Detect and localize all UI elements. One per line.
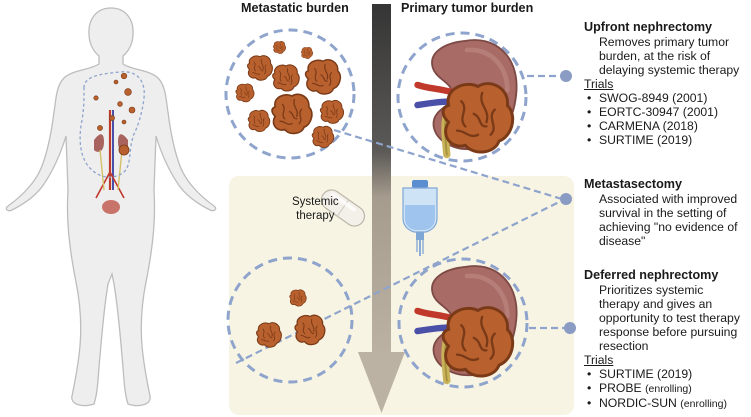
deferred-description: Prioritizes systemic therapy and gives a… xyxy=(599,283,749,353)
tumor-nodule-icon xyxy=(271,93,313,135)
tumor-nodule-icon xyxy=(272,64,300,92)
tumor-nodule-icon xyxy=(247,109,271,132)
systemic-label-line: Systemic xyxy=(292,196,339,208)
description-line: achieving "no evidence of xyxy=(599,220,738,234)
pill-icon xyxy=(320,189,366,227)
connector-dots xyxy=(560,70,576,334)
trial-name: PROBE xyxy=(599,381,642,395)
deferred-trials-label: Trials xyxy=(584,353,614,367)
description-line: survival in the setting of xyxy=(599,206,727,220)
tumor-nodule-icon xyxy=(246,55,273,81)
tumor-nodule-icon xyxy=(272,41,286,54)
trial-name: SURTIME (2019) xyxy=(599,367,693,381)
description-line: response before pursuing xyxy=(599,325,738,339)
primary-tumor-burden-title: Primary tumor burden xyxy=(401,1,534,15)
deferred-nephrectomy-panel: Deferred nephrectomy Prioritizes systemi… xyxy=(584,268,749,411)
trial-name: CARMENA (2018) xyxy=(599,119,698,133)
deferred-trials-list: SURTIME (2019) PROBE (enrolling) NORDIC-… xyxy=(584,367,749,411)
trial-item: SURTIME (2019) xyxy=(584,133,749,147)
tumor-nodule-icon xyxy=(311,125,335,148)
tumor-nodule-icon xyxy=(300,47,314,59)
upfront-trials-label: Trials xyxy=(584,77,614,91)
description-line: Prioritizes systemic xyxy=(599,283,704,297)
trial-item: SURTIME (2019) xyxy=(584,367,749,381)
tumor-nodule-icon xyxy=(319,100,345,124)
upfront-description: Removes primary tumor burden, at the ris… xyxy=(599,35,749,77)
trial-item: SWOG-8949 (2001) xyxy=(584,91,749,105)
treatment-timeline-arrow xyxy=(358,4,405,413)
trial-name: NORDIC-SUN xyxy=(599,396,677,410)
upfront-trials-list: SWOG-8949 (2001) EORTC-30947 (2001) CARM… xyxy=(584,91,749,147)
connector-dot-deferred xyxy=(564,322,576,334)
description-line: delaying systemic therapy xyxy=(599,63,740,77)
trial-item: CARMENA (2018) xyxy=(584,119,749,133)
description-line: opportunity to test therapy xyxy=(599,311,740,325)
upfront-nephrectomy-panel: Upfront nephrectomy Removes primary tumo… xyxy=(584,20,749,147)
trial-item: EORTC-30947 (2001) xyxy=(584,105,749,119)
metastatic-burden-top xyxy=(224,28,356,160)
metastatic-burden-title: Metastatic burden xyxy=(241,1,349,15)
description-line: Removes primary tumor xyxy=(599,35,730,49)
description-line: therapy and gives an xyxy=(599,297,713,311)
trial-name: SURTIME (2019) xyxy=(599,133,693,147)
primary-tumor-bottom xyxy=(397,257,529,389)
connector-dot-metastasectomy xyxy=(560,193,572,205)
trial-name: EORTC-30947 (2001) xyxy=(599,105,719,119)
description-line: resection xyxy=(599,339,649,353)
tumor-nodule-icon xyxy=(304,59,342,95)
tumor-nodule-icon xyxy=(441,82,515,154)
description-line: Associated with improved xyxy=(599,192,738,206)
upfront-nephrectomy-title: Upfront nephrectomy xyxy=(584,20,713,34)
description-line: burden, at the risk of xyxy=(599,49,711,63)
systemic-label-line: therapy xyxy=(296,210,335,222)
metastatic-burden-bottom xyxy=(226,256,354,384)
connector-dot-upfront xyxy=(560,70,572,82)
trial-note: (enrolling) xyxy=(645,383,692,395)
trial-note: (enrolling) xyxy=(680,398,727,410)
metastasectomy-panel: Metastasectomy Associated with improved … xyxy=(584,177,749,248)
trial-item: PROBE (enrolling) xyxy=(584,381,749,396)
tumor-nodule-icon xyxy=(235,83,255,103)
metastasectomy-description: Associated with improved survival in the… xyxy=(599,192,749,248)
iv-bag-icon xyxy=(402,180,438,256)
primary-tumor-top xyxy=(396,31,528,163)
deferred-nephrectomy-title: Deferred nephrectomy xyxy=(584,268,719,282)
systemic-therapy-region xyxy=(229,176,574,415)
trial-name: SWOG-8949 (2001) xyxy=(599,91,708,105)
trial-item: NORDIC-SUN (enrolling) xyxy=(584,396,749,411)
connector-lines xyxy=(235,74,566,364)
metastasectomy-title: Metastasectomy xyxy=(584,177,682,191)
systemic-therapy-label: Systemic therapy xyxy=(292,195,339,223)
description-line: disease" xyxy=(599,234,646,248)
human-body-icon xyxy=(5,7,217,407)
